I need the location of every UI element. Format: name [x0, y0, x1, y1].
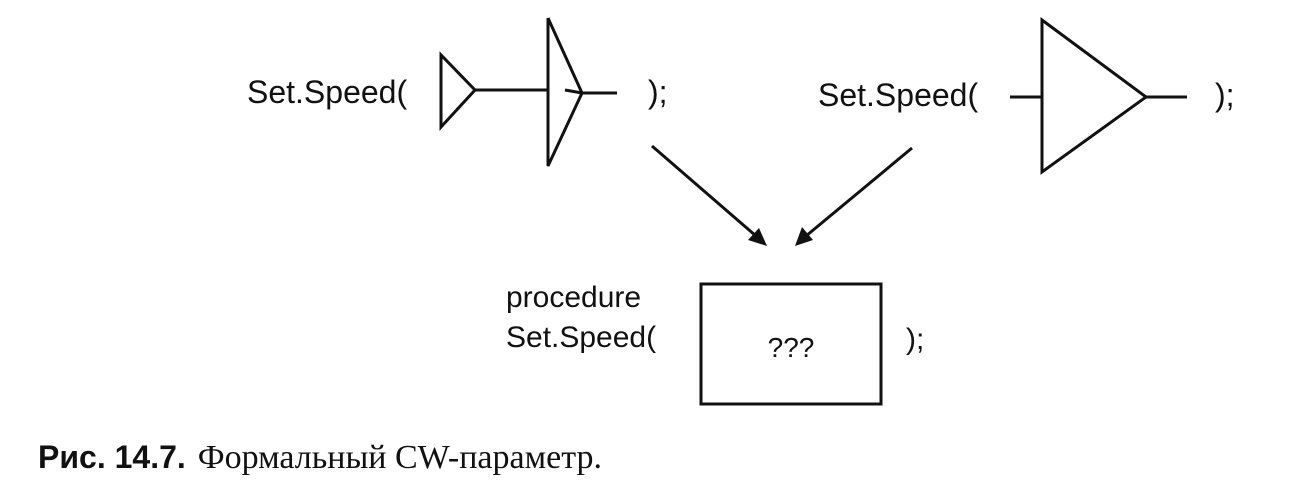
right-arrowhead-icon	[795, 227, 813, 246]
procedure-name: Set.Speed(	[506, 321, 656, 354]
small-triangle-icon	[439, 51, 478, 131]
half-triangle-input-stub	[564, 88, 583, 95]
procedure-declaration: procedure Set.Speed( ??? );	[506, 281, 924, 406]
right-arrow-line	[805, 146, 913, 238]
left-call-prefix: Set.Speed(	[247, 74, 407, 110]
right-call-prefix: Set.Speed(	[818, 77, 978, 113]
figure-caption: Рис. 14.7. Формальный CW-параметр.	[38, 439, 602, 476]
left-call-suffix: );	[648, 74, 668, 110]
right-call: Set.Speed( );	[818, 17, 1235, 175]
caption-title: Формальный CW-параметр.	[198, 439, 602, 476]
left-arrow-line	[651, 144, 757, 238]
large-triangle-icon	[1040, 17, 1149, 175]
left-arrowhead-icon	[748, 228, 767, 246]
half-triangle-icon	[546, 17, 584, 167]
procedure-keyword: procedure	[506, 281, 641, 314]
procedure-body-box	[699, 282, 883, 406]
arrows	[651, 144, 913, 246]
caption-label: Рис. 14.7.	[38, 439, 186, 475]
procedure-body-text: ???	[768, 332, 815, 363]
caption-text: Рис. 14.7. Формальный CW-параметр.	[38, 439, 602, 476]
right-call-suffix: );	[1215, 77, 1235, 113]
left-call: Set.Speed( );	[247, 17, 668, 167]
procedure-suffix: );	[906, 323, 924, 356]
